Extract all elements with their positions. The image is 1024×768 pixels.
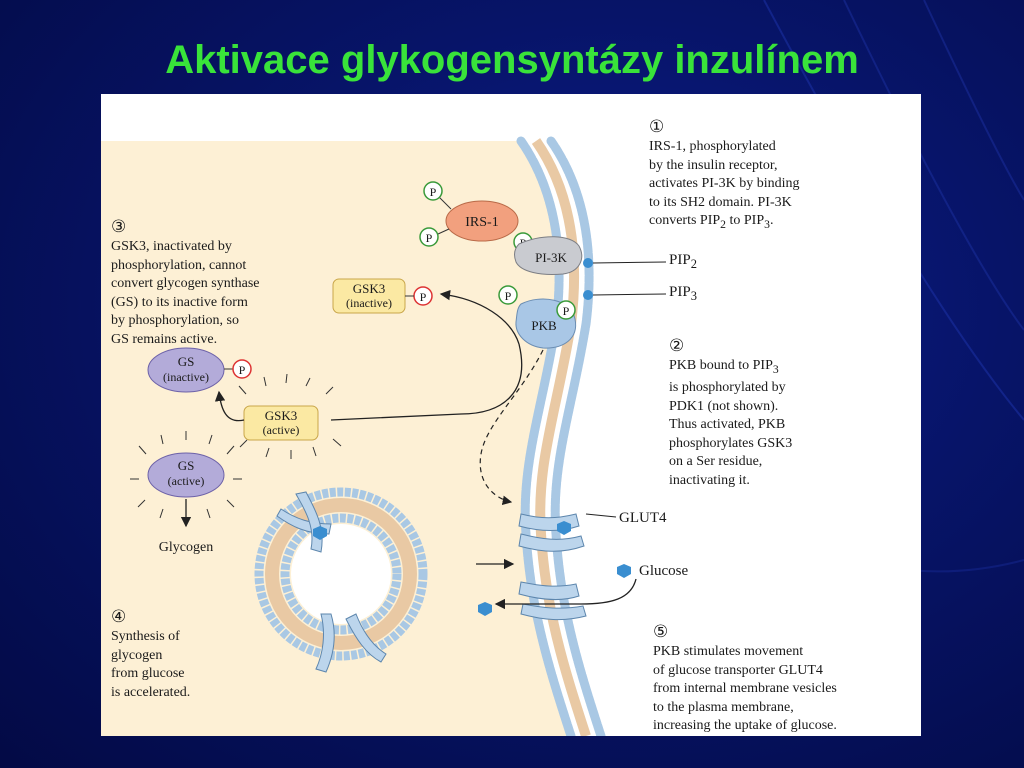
cytoplasm	[101, 141, 571, 736]
glut4-lower	[518, 581, 580, 601]
step2-number: ②	[669, 335, 685, 355]
gsk3-active-box	[243, 405, 319, 441]
gs-active-burst	[130, 431, 242, 519]
glycogen-label: Glycogen	[159, 540, 213, 555]
svg-text:GSK3: GSK3	[265, 408, 298, 423]
step2-caption: ② PKB bound to PIP3 is phosphorylated by…	[669, 335, 793, 488]
diagram-panel: IRS-1 P P P PI-3K PKB P P GSK3 (inactive…	[101, 94, 921, 736]
svg-text:(inactive): (inactive)	[346, 296, 392, 310]
glut4-label: GLUT4	[619, 510, 667, 526]
glut4-upper-2	[518, 533, 585, 552]
svg-text:(active): (active)	[263, 423, 300, 437]
vesicle-glut4-3	[315, 613, 335, 673]
svg-text:P: P	[420, 290, 427, 304]
irs1-phosphate-2	[419, 227, 439, 247]
glut4-lower-2	[520, 603, 587, 621]
plasma-membrane-tails	[531, 138, 591, 736]
membrane-vesicle	[254, 487, 428, 673]
pkb-phosphate-1	[498, 285, 518, 305]
step3-number: ③	[111, 216, 127, 236]
svg-text:GS: GS	[178, 354, 195, 369]
step4-caption: ④ Synthesis of glycogen from glucose is …	[111, 606, 191, 700]
pip2-label: PIP2	[669, 252, 697, 271]
pathway-diagram: IRS-1 P P P PI-3K PKB P P GSK3 (inactive…	[101, 136, 667, 736]
step1-number: ①	[649, 116, 665, 136]
irs1-phosphate-1	[423, 181, 443, 201]
svg-text:(inactive): (inactive)	[163, 370, 209, 384]
pip3-marker	[583, 290, 593, 300]
gsk3-active-burst	[238, 373, 342, 459]
slide-title: Aktivace glykogensyntázy inzulínem	[165, 38, 859, 82]
svg-text:P: P	[239, 363, 246, 377]
plasma-membrane-outer	[516, 136, 576, 736]
pi3k-label: PI-3K	[535, 250, 567, 265]
gs-inactive	[147, 347, 225, 393]
svg-text:(active): (active)	[168, 474, 205, 488]
svg-text:P: P	[430, 185, 437, 199]
glucose-outside	[617, 564, 631, 578]
step3-caption: ③ GSK3, inactivated by phosphorylation, …	[111, 216, 260, 347]
vesicle-glucose	[313, 526, 327, 540]
step1-caption: ① IRS-1, phosphorylated by the insulin r…	[649, 116, 800, 231]
pip2-marker	[583, 258, 593, 268]
svg-text:GS: GS	[178, 458, 195, 473]
pkb-label: PKB	[531, 318, 557, 333]
irs1-label: IRS-1	[465, 215, 498, 230]
svg-text:P: P	[563, 304, 570, 318]
step5-caption: ⑤ PKB stimulates movement of glucose tra…	[653, 621, 837, 733]
gs-active	[147, 452, 225, 498]
step4-number: ④	[111, 606, 127, 626]
pkb-phosphate-2	[556, 300, 576, 320]
svg-text:GSK3: GSK3	[353, 281, 386, 296]
glut4-glucose	[557, 521, 571, 535]
glucose-inside	[478, 602, 492, 616]
glucose-uptake-arrow	[494, 578, 637, 610]
svg-text:P: P	[505, 289, 512, 303]
svg-text:P: P	[426, 231, 433, 245]
pi3k-protein	[514, 236, 583, 275]
step5-number: ⑤	[653, 621, 669, 641]
irs1-protein	[445, 200, 519, 242]
gs-phosphate	[232, 359, 252, 379]
pkb-to-gsk3-arrow	[330, 343, 523, 421]
pkb-to-glut4-dashed-arrow	[479, 349, 544, 506]
pip3-label: PIP3	[669, 284, 697, 303]
glucose-label: Glucose	[639, 563, 689, 579]
vesicle-glut4-4	[345, 613, 387, 663]
plasma-membrane-inner	[546, 136, 606, 736]
